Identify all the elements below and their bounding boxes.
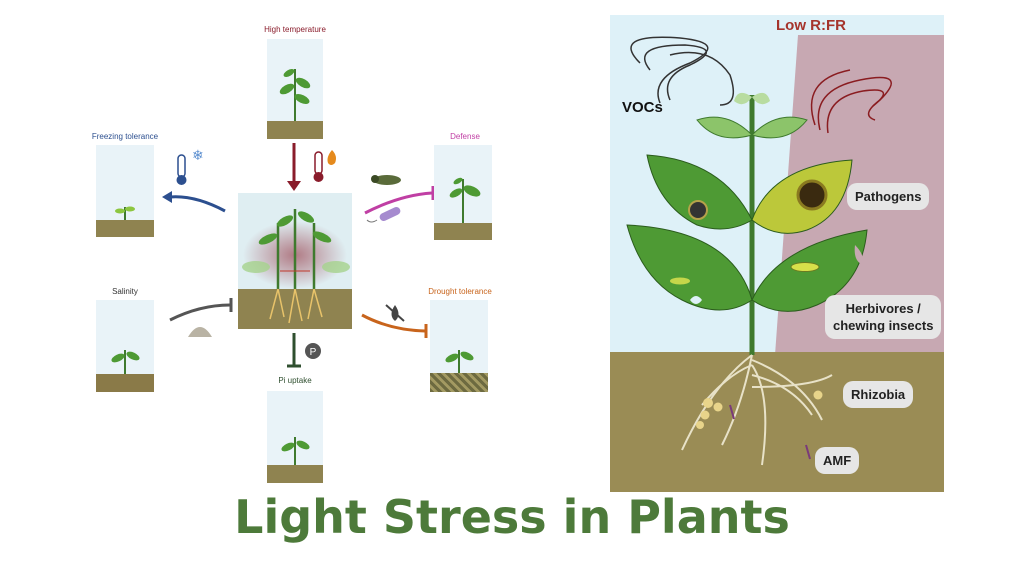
- salinity-label: Salinity: [112, 287, 138, 296]
- herbivores-line-2: chewing insects: [833, 318, 934, 333]
- left-diagram: ❄ P High temperature: [80, 15, 510, 485]
- defense-arrow: [364, 191, 433, 215]
- amf-hyphae: [729, 404, 811, 460]
- p-badge: [305, 343, 321, 359]
- herbivores-label: Herbivores / chewing insects: [825, 295, 942, 339]
- plant-icon: [281, 437, 310, 465]
- right-illustration: [610, 35, 944, 492]
- leaf-pathogen-left: [646, 154, 753, 230]
- thermometer-hot-icon: [313, 151, 324, 182]
- amf-label: AMF: [815, 447, 860, 474]
- leaf-herbivore-left: [626, 224, 753, 311]
- salinity-arrow: [169, 303, 231, 322]
- freezing-arrow: [169, 195, 226, 213]
- voc-swirls-icon: [630, 36, 735, 106]
- salt-icon: [188, 327, 212, 337]
- defense-label: Defense: [450, 132, 480, 141]
- soil: [610, 352, 944, 492]
- pathogen-swirls-icon: [810, 69, 892, 134]
- herbivores-line-1: Herbivores /: [845, 301, 921, 316]
- caterpillar-left-icon: [670, 277, 690, 285]
- plant-icon: [449, 177, 481, 223]
- small-plant-icon: [115, 206, 135, 220]
- right-diagram: Low R:FR VOCs Pathogens Herbivores / che…: [610, 15, 944, 492]
- flame-icon: [327, 150, 336, 165]
- center-plant-panel: [238, 193, 352, 329]
- plant-icon: [279, 69, 311, 121]
- pi-uptake-panel: [267, 391, 323, 483]
- drought-arrow: [361, 313, 426, 333]
- no-water-icon: [385, 304, 405, 322]
- plant-icon: [111, 350, 140, 374]
- high-temperature-label: High temperature: [264, 25, 326, 34]
- caterpillar-right-icon: [790, 262, 820, 272]
- bacteria-icon: [366, 207, 401, 223]
- salinity-panel: [96, 300, 154, 392]
- center-plant-illustration: [238, 209, 352, 329]
- defense-panel: [434, 145, 492, 240]
- snowflake-icon: ❄: [192, 147, 204, 163]
- drought-tolerance-panel: [430, 300, 488, 392]
- p-badge-label: P: [310, 347, 317, 358]
- high-temperature-panel: [267, 39, 323, 139]
- freezing-tolerance-label: Freezing tolerance: [91, 132, 159, 141]
- vocs-label: VOCs: [622, 99, 663, 116]
- pathogens-label: Pathogens: [847, 183, 930, 210]
- left-arrows: ❄ P: [162, 143, 435, 368]
- thermometer-cold-icon: [176, 154, 187, 185]
- low-rfr-label: Low R:FR: [776, 17, 846, 34]
- pi-uptake-label: Pi uptake: [278, 376, 312, 385]
- caterpillar-icon: [371, 175, 401, 185]
- plant-icon: [445, 350, 474, 373]
- freezing-tolerance-panel: [96, 145, 154, 237]
- rhizobia-label: Rhizobia: [843, 381, 914, 408]
- drought-tolerance-label: Drought tolerance: [428, 287, 492, 296]
- rhizobia-nodules: [696, 390, 823, 429]
- page-title: Light Stress in Plants: [234, 490, 790, 544]
